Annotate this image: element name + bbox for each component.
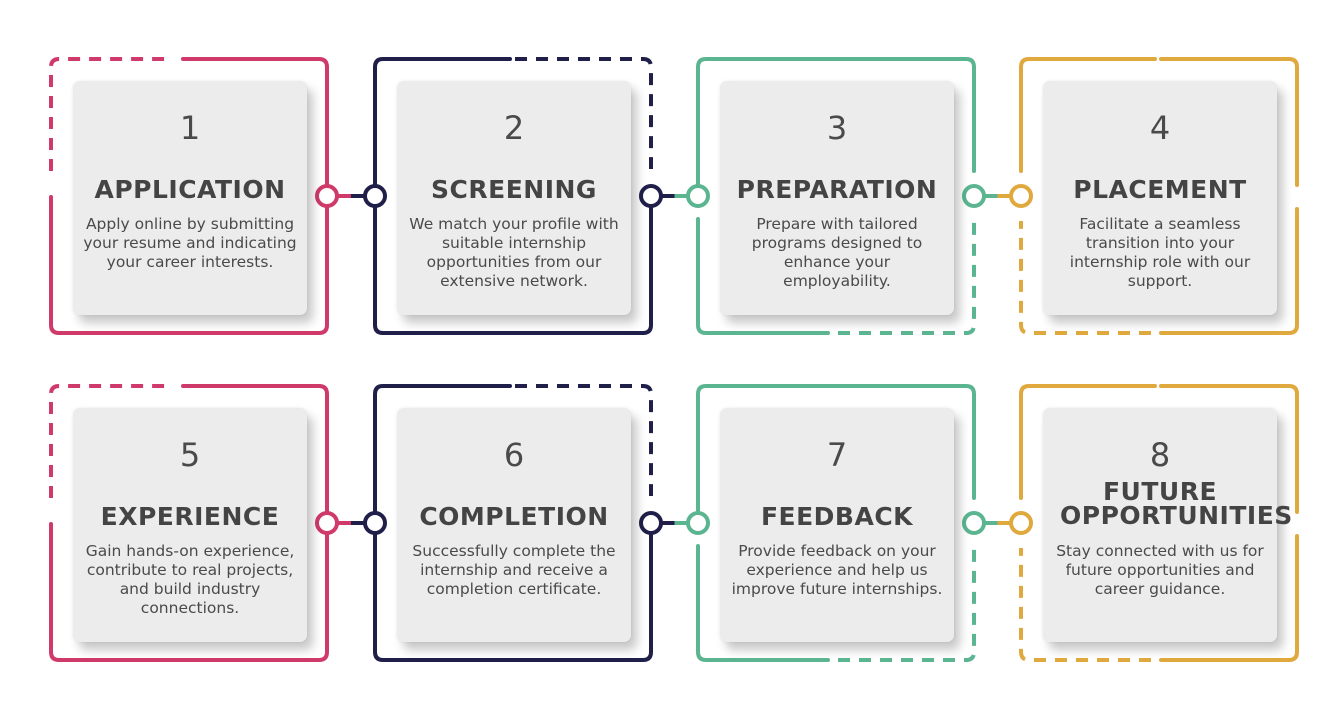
connector-node (686, 184, 710, 208)
connector-node (962, 184, 986, 208)
step-card-5: 5 EXPERIENCE Gain hands-on experience, c… (73, 408, 307, 642)
step-title: PLACEMENT (1073, 175, 1247, 204)
frame-solid (49, 384, 329, 662)
step-description: Stay connected with us for future opport… (1056, 542, 1264, 598)
step-title: EXPERIENCE (100, 502, 280, 531)
step-number: 8 (1149, 436, 1171, 474)
connector-node (315, 511, 339, 535)
step-description: Prepare with tailored programs designed … (751, 215, 923, 290)
frame-dashed (838, 548, 976, 662)
frame-solid (373, 57, 653, 335)
connector-node (639, 184, 663, 208)
step-number: 3 (826, 109, 848, 147)
step-title: APPLICATION (94, 175, 286, 204)
step-card-1: 1 APPLICATION Apply online by submitting… (73, 81, 307, 315)
frame-solid (1019, 384, 1299, 662)
frame-dashed (49, 384, 173, 498)
frame-dashed (1019, 221, 1151, 335)
connector-node (686, 511, 710, 535)
frame-solid (696, 384, 976, 662)
frame-dashed (838, 221, 976, 335)
connector-node (315, 184, 339, 208)
step-number: 7 (826, 436, 848, 474)
connector-node (363, 511, 387, 535)
step-card-7: 7 FEEDBACK Provide feedback on your expe… (720, 408, 954, 642)
connector-node (363, 184, 387, 208)
step-description: We match your profile with suitable inte… (409, 215, 619, 290)
step-description: Gain hands-on experience, contribute to … (85, 542, 295, 617)
step-description: Successfully complete the internship and… (412, 542, 616, 598)
frame-dashed (515, 57, 653, 169)
step-description: Apply online by submitting your resume a… (83, 215, 297, 271)
step-description: Facilitate a seamless transition into yo… (1069, 215, 1251, 290)
connector-node (1009, 511, 1033, 535)
step-number: 1 (179, 109, 201, 147)
frame-dashed (515, 384, 653, 496)
step-description: Provide feedback on your experience and … (731, 542, 943, 598)
connector-node (639, 511, 663, 535)
frame-solid (49, 57, 329, 335)
frame-solid (1019, 57, 1299, 335)
frame-solid (696, 57, 976, 335)
step-card-4: 4 PLACEMENT Facilitate a seamless transi… (1043, 81, 1277, 315)
frame-dashed (49, 57, 173, 171)
step-card-3: 3 PREPARATION Prepare with tailored prog… (720, 81, 954, 315)
step-number: 6 (503, 436, 525, 474)
step-number: 5 (179, 436, 201, 474)
connector-node (1009, 184, 1033, 208)
step-card-8: 8 FUTURE OPPORTUNITIES Stay connected wi… (1043, 408, 1293, 642)
step-title: PREPARATION (736, 175, 938, 204)
step-card-2: 2 SCREENING We match your profile with s… (397, 81, 631, 315)
step-number: 4 (1149, 109, 1171, 147)
step-number: 2 (503, 109, 525, 147)
connector-node (962, 511, 986, 535)
step-title: SCREENING (431, 175, 597, 204)
frame-solid (373, 384, 653, 662)
step-title: FEEDBACK (760, 502, 914, 531)
step-card-6: 6 COMPLETION Successfully complete the i… (397, 408, 631, 642)
frame-dashed (1019, 548, 1151, 662)
step-title: COMPLETION (419, 502, 609, 531)
step-title: FUTURE OPPORTUNITIES (1060, 477, 1293, 530)
